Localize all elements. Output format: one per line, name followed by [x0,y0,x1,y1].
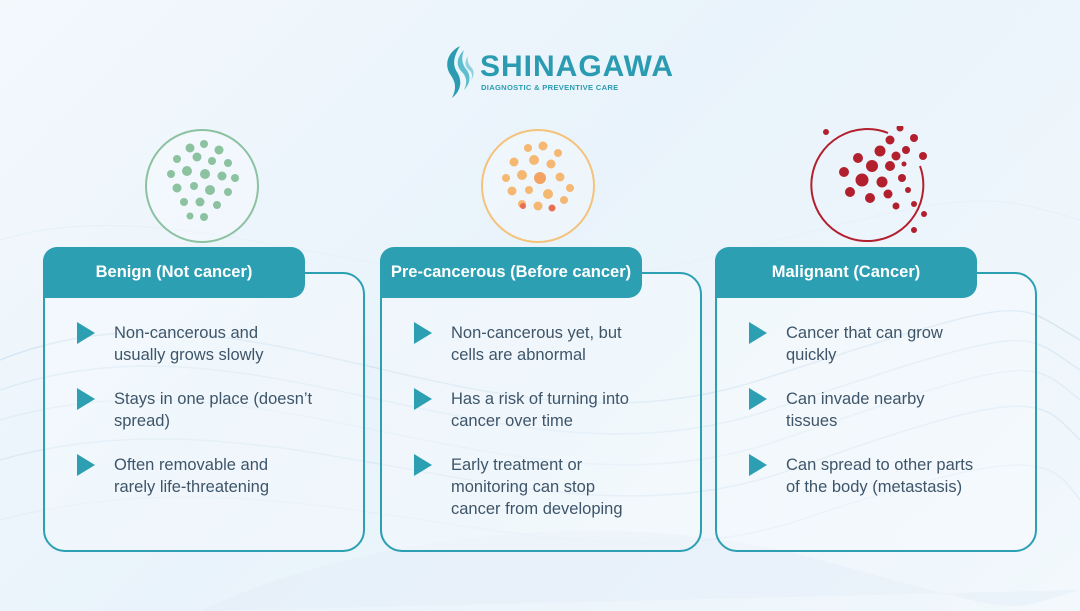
play-arrow-icon [749,388,767,410]
play-arrow-icon [749,454,767,476]
list-item: Non-cancerous and usually grows slowly [75,322,345,388]
play-arrow-icon [414,388,432,410]
list-item: Stays in one place (doesn’t spread) [75,388,345,454]
brand-logo: SHINAGAWA DIAGNOSTIC & PREVENTIVE CARE [440,42,673,100]
play-arrow-icon [414,322,432,344]
precancerous-points-list: Non-cancerous yet, but cells are abnorma… [412,322,682,520]
precancerous-cells-icon [481,129,595,243]
brand-name: SHINAGAWA [480,50,675,83]
list-item: Has a risk of turning into cancer over t… [412,388,682,454]
malignant-points-list: Cancer that can grow quickly Can invade … [747,322,1017,520]
wing-logo-icon [447,46,474,98]
play-arrow-icon [77,388,95,410]
benign-card-title: Benign (Not cancer) [43,247,305,298]
list-item: Can spread to other parts of the body (m… [747,454,1017,520]
benign-cells-icon [145,129,259,243]
malignant-card-title: Malignant (Cancer) [715,247,977,298]
play-arrow-icon [749,322,767,344]
benign-points-list: Non-cancerous and usually grows slowly S… [75,322,345,520]
play-arrow-icon [414,454,432,476]
precancerous-card-title: Pre-cancerous (Before cancer) [380,247,642,298]
play-arrow-icon [77,322,95,344]
list-item: Early treatment or monitoring can stop c… [412,454,682,520]
list-item: Can invade nearby tissues [747,388,1017,454]
malignant-cells-icon [810,126,927,243]
precancerous-card [380,272,702,552]
list-item: Cancer that can grow quickly [747,322,1017,388]
play-arrow-icon [77,454,95,476]
benign-card [43,272,365,552]
malignant-card [715,272,1037,552]
brand-tagline: DIAGNOSTIC & PREVENTIVE CARE [481,83,619,92]
list-item: Non-cancerous yet, but cells are abnorma… [412,322,682,388]
list-item: Often removable and rarely life-threaten… [75,454,345,520]
